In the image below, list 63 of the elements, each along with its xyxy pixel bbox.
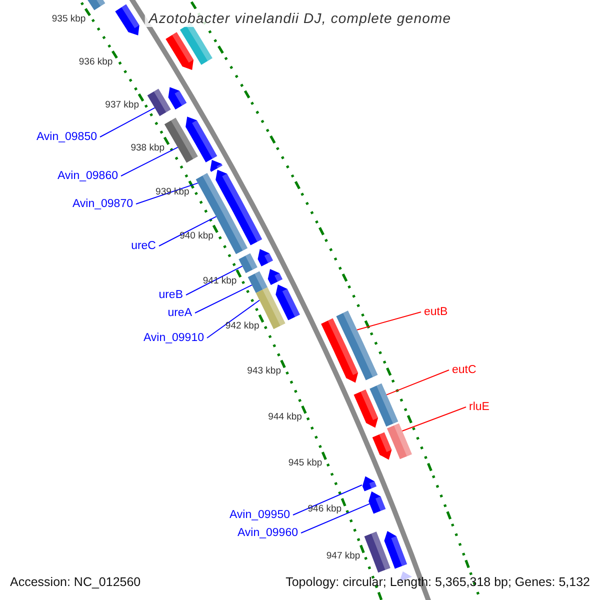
gene-label: Avin_09960 bbox=[237, 527, 298, 539]
position-label: 946 kbp bbox=[308, 504, 342, 515]
gene-bar bbox=[248, 271, 268, 294]
leader-line bbox=[136, 182, 198, 204]
gene-block bbox=[115, 4, 140, 36]
position-label: 936 kbp bbox=[78, 56, 113, 68]
gene-block bbox=[268, 268, 282, 286]
gene-block bbox=[384, 530, 408, 569]
gene-label: ureB bbox=[158, 289, 183, 301]
gene-block bbox=[321, 318, 358, 383]
gene-label: rluE bbox=[469, 401, 490, 413]
gene-block bbox=[216, 170, 262, 246]
info-text: Topology: circular; Length: 5,365,318 bp; Genes: 5,132 bbox=[286, 575, 590, 589]
gene-block bbox=[354, 390, 378, 428]
gene-label: ureA bbox=[168, 307, 192, 319]
gene-label: ureC bbox=[131, 240, 156, 252]
position-label: 947 kbp bbox=[326, 550, 360, 562]
gene-label: eutB bbox=[424, 306, 448, 318]
gene-bar bbox=[147, 88, 171, 116]
gene-bar bbox=[86, 0, 106, 10]
leader-line bbox=[100, 107, 156, 138]
gene-block bbox=[368, 491, 386, 514]
gene-label: Avin_09950 bbox=[229, 509, 290, 521]
info-text: Accession: NC_012560 bbox=[10, 575, 141, 589]
leader-line bbox=[206, 300, 260, 338]
leader-line bbox=[386, 370, 450, 396]
position-label: 939 kbp bbox=[156, 186, 190, 198]
gene-bar bbox=[164, 118, 198, 163]
gene-bar bbox=[336, 310, 378, 380]
gene-block bbox=[210, 160, 222, 172]
leader-line bbox=[292, 484, 362, 516]
position-label: 937 kbp bbox=[105, 99, 139, 110]
position-label: 945 kbp bbox=[288, 457, 322, 468]
gene-block bbox=[372, 432, 392, 460]
gene-bar bbox=[370, 383, 398, 427]
gene-bar bbox=[238, 253, 258, 274]
position-label: 942 kbp bbox=[225, 320, 260, 332]
leader-line bbox=[194, 284, 252, 314]
leader-line bbox=[120, 146, 178, 176]
gene-block bbox=[258, 249, 273, 266]
gene-label: Avin_09910 bbox=[143, 332, 204, 344]
leader-line bbox=[402, 406, 466, 432]
gene-label: Avin_09860 bbox=[57, 170, 118, 182]
gene-block bbox=[168, 87, 187, 110]
gene-block bbox=[276, 284, 300, 320]
position-label: 944 kbp bbox=[268, 411, 302, 422]
position-label: 943 kbp bbox=[247, 365, 281, 376]
position-label: 938 kbp bbox=[130, 142, 165, 154]
gene-bar bbox=[364, 532, 390, 573]
gene-label: Avin_09850 bbox=[36, 131, 97, 143]
leader-line bbox=[356, 312, 422, 330]
leader-line bbox=[186, 266, 243, 296]
position-label: 935 kbp bbox=[52, 14, 86, 25]
gene-bar bbox=[196, 173, 248, 254]
gene-label: Avin_09870 bbox=[72, 198, 133, 210]
leader-line bbox=[300, 503, 370, 534]
gene-bar bbox=[386, 423, 412, 460]
leader-line bbox=[158, 216, 217, 246]
position-label: 940 kbp bbox=[180, 230, 214, 242]
gene-block bbox=[362, 476, 377, 492]
gene-block bbox=[186, 116, 218, 162]
gene-block bbox=[166, 32, 194, 70]
gene-label: eutC bbox=[452, 364, 476, 376]
